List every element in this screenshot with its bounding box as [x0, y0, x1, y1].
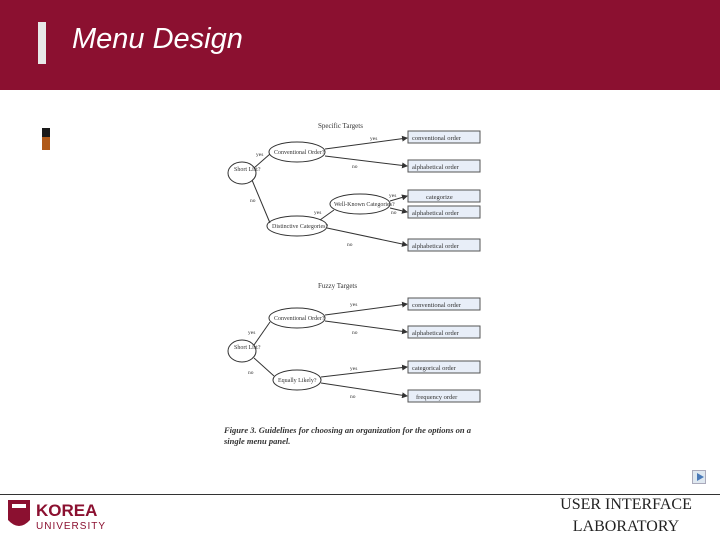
short-list-node	[227, 161, 257, 185]
outcome-conventional: conventional order	[412, 135, 462, 142]
edge	[389, 207, 408, 214]
header-accent-bar	[38, 22, 46, 64]
outcome-alphabetical: alphabetical order	[412, 243, 460, 250]
edge-no: no	[350, 394, 356, 400]
fuzzy-targets-heading: Fuzzy Targets	[318, 282, 357, 290]
edge-yes: yes	[256, 152, 263, 158]
edge-no: no	[347, 242, 353, 248]
edge	[253, 153, 271, 169]
caption-text: Figure 3. Guidelines for choosing an org…	[224, 425, 472, 446]
edge-no: no	[250, 198, 256, 204]
outcome-box	[407, 238, 481, 252]
edge-yes: yes	[314, 210, 321, 216]
next-slide-button[interactable]	[692, 470, 706, 484]
slide-header: Menu Design	[0, 0, 720, 90]
edge-no: no	[352, 164, 358, 170]
outcome-categorical: categorical order	[412, 365, 457, 372]
edge	[251, 179, 271, 224]
edge	[324, 155, 408, 169]
edge-no: no	[352, 330, 358, 336]
outcome-conventional: conventional order	[412, 302, 462, 309]
edge	[389, 194, 408, 202]
outcome-categorize: categorize	[426, 194, 453, 201]
decision-tree-svg: Specific Targets Short List? Conventiona…	[227, 122, 481, 403]
short-list-node	[227, 339, 257, 363]
lab-name-line1: USER INTERFACE	[560, 496, 692, 513]
figure-caption: Figure 3. Guidelines for choosing an org…	[224, 425, 484, 447]
edge	[253, 321, 271, 346]
edge	[324, 320, 408, 335]
korea-university-logo: KOREA UNIVERSITY	[6, 498, 116, 539]
outcome-alphabetical: alphabetical order	[412, 164, 460, 171]
slide-title: Menu Design	[72, 23, 243, 55]
edge	[320, 382, 408, 399]
conventional-order-node	[268, 307, 326, 329]
crest-icon	[8, 500, 30, 526]
bullet-marker-dark	[42, 128, 50, 137]
outcome-box	[407, 189, 481, 203]
outcome-box	[407, 205, 481, 219]
outcome-alphabetical: alphabetical order	[412, 330, 460, 337]
edge-yes: yes	[248, 330, 255, 336]
short-list-label: Short List?	[234, 345, 261, 351]
edge-yes: yes	[350, 366, 357, 372]
conventional-order-label: Conventional Order?	[274, 316, 325, 322]
crest-band	[12, 504, 26, 508]
edge	[324, 301, 408, 316]
edge-no: no	[248, 370, 254, 376]
conventional-order-node	[268, 141, 326, 163]
edge-yes: yes	[389, 193, 396, 199]
outcome-box	[407, 325, 481, 339]
outcome-alphabetical: alphabetical order	[412, 210, 460, 217]
distinctive-label: Distinctive Categories?	[272, 224, 328, 230]
logo-korea-text: KOREA	[36, 501, 97, 520]
edge	[320, 364, 408, 378]
edge-yes: yes	[350, 302, 357, 308]
logo-svg: KOREA UNIVERSITY	[8, 500, 106, 532]
decision-tree-figure: Specific Targets Short List? Conventiona…	[222, 108, 487, 453]
edge	[253, 357, 275, 377]
short-list-label: Short List?	[234, 167, 261, 173]
conventional-order-label: Conventional Order?	[274, 150, 325, 156]
outcome-box	[407, 389, 481, 403]
bullet-marker-orange	[42, 137, 50, 150]
outcome-box	[407, 130, 481, 144]
outcome-box	[407, 297, 481, 311]
outcome-frequency: frequency order	[416, 394, 458, 401]
equally-likely-node	[272, 369, 322, 391]
lab-name-line2: LABORATORY	[572, 518, 680, 535]
well-known-node	[329, 193, 391, 215]
specific-targets-heading: Specific Targets	[318, 122, 363, 130]
equally-likely-label: Equally Likely?	[278, 378, 317, 384]
footer-divider	[0, 494, 720, 495]
lab-name: USER INTERFACE LABORATORY	[556, 496, 696, 536]
outcome-box	[407, 159, 481, 173]
logo-university-text: UNIVERSITY	[36, 521, 106, 532]
edge-yes: yes	[370, 136, 377, 142]
edge	[324, 135, 408, 150]
distinctive-node	[266, 215, 328, 237]
well-known-label: Well-Known Categories?	[334, 202, 395, 208]
edge	[326, 227, 408, 247]
edge-no: no	[391, 210, 397, 216]
edge	[319, 209, 335, 221]
outcome-box	[407, 360, 481, 374]
